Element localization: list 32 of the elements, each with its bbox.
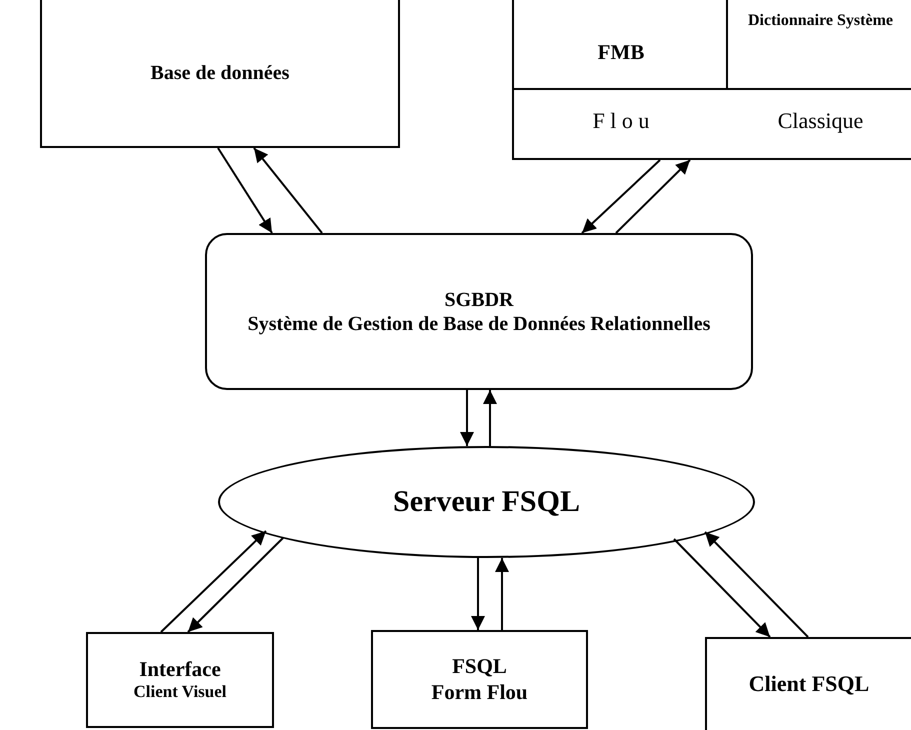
arrow <box>160 530 267 633</box>
box-subtitle: Form Flou <box>431 680 528 705</box>
box-title: FSQL <box>452 654 507 680</box>
arrow <box>460 390 474 446</box>
arrow <box>673 538 771 638</box>
arrow <box>495 558 509 630</box>
ellipse-label: Serveur FSQL <box>393 484 580 520</box>
arrow <box>615 159 691 234</box>
arrow <box>253 147 323 234</box>
interface-box <box>86 632 274 728</box>
arrow <box>581 159 661 234</box>
database-box <box>40 0 400 148</box>
box-title: Base de données <box>150 61 290 85</box>
arrow <box>704 531 809 638</box>
form-box <box>371 630 588 729</box>
arrow <box>483 390 497 446</box>
table-value: F l o u <box>592 108 650 134</box>
client-box <box>705 637 911 730</box>
table-header: FMB <box>596 40 646 64</box>
box-description: Système de Gestion de Base de Données Relationnelles <box>248 312 710 336</box>
box-title: SGBDR <box>444 288 514 312</box>
process-box <box>205 233 753 390</box>
box-title: Interface <box>139 657 221 682</box>
dictionary-table <box>512 0 911 160</box>
table-value: Classique <box>776 108 864 134</box>
server-ellipse <box>218 446 755 558</box>
arrow <box>471 558 485 630</box>
table-header: Dictionnaire Système <box>746 12 894 30</box>
box-title: Client FSQL <box>748 671 870 698</box>
box-subtitle: Client Visuel <box>133 682 227 703</box>
arrow <box>217 147 273 234</box>
arrow <box>187 537 284 633</box>
